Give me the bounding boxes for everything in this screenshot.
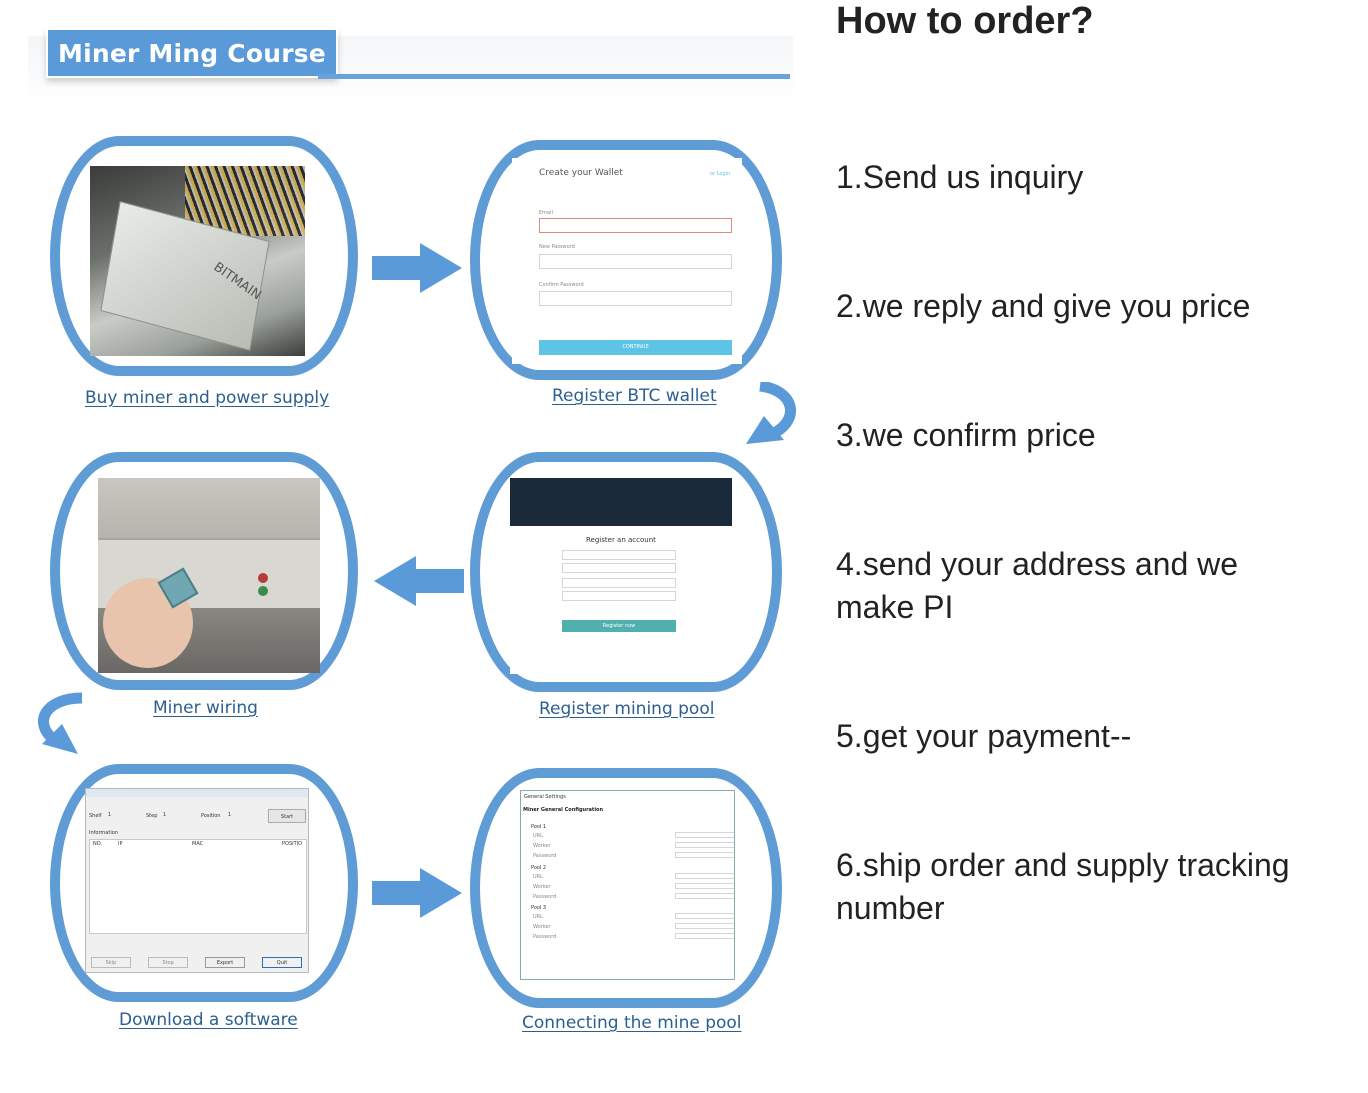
config-worker-1: Worker — [533, 843, 551, 849]
software-position-value: 1 — [228, 812, 231, 818]
software-col-no: NO. — [93, 841, 102, 847]
pool-email-field — [562, 563, 676, 573]
config-url-3: URL — [533, 914, 543, 920]
software-start-button: Start — [268, 809, 306, 823]
order-step-1: 1.Send us inquiry — [836, 156, 1356, 199]
config-pool-3: Pool 3 — [531, 905, 546, 911]
config-pool-1: Pool 1 — [531, 824, 546, 830]
wallet-email-label: Email — [539, 210, 553, 216]
wiring-green-led — [258, 586, 268, 596]
course-banner: Miner Ming Course — [28, 28, 793, 108]
caption-mining-pool[interactable]: Register mining pool — [539, 699, 714, 719]
software-position-label: Position — [201, 813, 220, 819]
order-step-2: 2.we reply and give you price — [836, 285, 1356, 328]
config-pool-2: Pool 2 — [531, 865, 546, 871]
software-quit-button: Quit — [262, 957, 302, 968]
wallet-email-field — [539, 218, 732, 233]
pool-username-field — [562, 550, 676, 560]
software-table: NO. IP MAC POSITIO — [89, 839, 307, 934]
caption-connect-pool[interactable]: Connecting the mine pool — [522, 1013, 742, 1033]
software-col-position: POSITIO — [282, 841, 302, 847]
software-col-mac: MAC — [192, 841, 203, 847]
banner-rule — [318, 74, 790, 79]
config-worker-3: Worker — [533, 924, 551, 930]
caption-miner-wiring[interactable]: Miner wiring — [153, 698, 258, 718]
software-export-button: Export — [205, 957, 245, 968]
wallet-confirm-password-field — [539, 291, 732, 306]
wallet-heading: Create your Wallet — [539, 168, 623, 178]
software-step-label: Step — [146, 813, 157, 819]
software-info-label: Information — [89, 830, 118, 836]
config-url-2: URL — [533, 874, 543, 880]
config-password-3: Password — [533, 934, 556, 940]
wallet-screenshot: Create your Wallet or Login Email New Pa… — [512, 158, 742, 364]
pool-screenshot: Register an account Register now — [510, 478, 732, 674]
config-tab: General Settings — [524, 794, 566, 800]
caption-buy-miner[interactable]: Buy miner and power supply — [85, 388, 329, 408]
wallet-new-password-field — [539, 254, 732, 269]
pool-heading: Register an account — [586, 536, 656, 544]
software-col-ip: IP — [118, 841, 123, 847]
config-url-field-1 — [675, 832, 735, 838]
order-step-6: 6.ship order and supply tracking number — [836, 844, 1346, 930]
config-password-field-3 — [675, 933, 735, 939]
software-shelf-label: Shelf — [89, 813, 102, 819]
config-url-field-2 — [675, 873, 735, 879]
order-step-4: 4.send your address and we make PI — [836, 543, 1306, 629]
software-step-value: 1 — [163, 812, 166, 818]
wallet-new-password-label: New Password — [539, 244, 575, 250]
config-worker-2: Worker — [533, 884, 551, 890]
config-heading: Miner General Configuration — [523, 807, 603, 813]
config-url-field-3 — [675, 913, 735, 919]
config-url-1: URL — [533, 833, 543, 839]
arrow-right-2-icon — [372, 868, 464, 918]
miner-photo: BITMAIN — [90, 166, 305, 356]
arrow-right-1-icon — [372, 243, 464, 293]
curved-arrow-down-icon — [742, 382, 798, 448]
software-titlebar — [86, 789, 309, 797]
order-title: How to order? — [836, 0, 1094, 43]
pool-register-button: Register now — [562, 620, 676, 632]
config-worker-field-3 — [675, 923, 735, 929]
pool-nav-bar — [510, 478, 732, 526]
software-stop-button: Stop — [148, 957, 188, 968]
config-worker-field-1 — [675, 842, 735, 848]
wallet-confirm-password-label: Confirm Password — [539, 282, 584, 288]
config-worker-field-2 — [675, 883, 735, 889]
banner-title: Miner Ming Course — [58, 39, 326, 68]
config-password-2: Password — [533, 894, 556, 900]
wallet-continue-button: CONTINUE — [539, 340, 732, 355]
software-screenshot: Shelf 1 Step 1 Position 1 Start Informat… — [85, 788, 309, 973]
pool-config-screenshot: General Settings Miner General Configura… — [520, 790, 735, 980]
order-step-5: 5.get your payment-- — [836, 715, 1356, 758]
software-skip-button: Skip — [91, 957, 131, 968]
pool-password-again-field — [562, 591, 676, 601]
order-step-3: 3.we confirm price — [836, 414, 1356, 457]
wiring-red-led — [258, 573, 268, 583]
banner-tab: Miner Ming Course — [46, 28, 338, 78]
curved-arrow-down-left-icon — [28, 692, 86, 758]
arrow-left-icon — [372, 556, 464, 606]
config-password-field-1 — [675, 852, 735, 858]
config-password-field-2 — [675, 893, 735, 899]
software-shelf-value: 1 — [108, 812, 111, 818]
wiring-photo — [98, 478, 320, 673]
wallet-login-link: or Login — [710, 171, 730, 177]
caption-download-software[interactable]: Download a software — [119, 1010, 298, 1030]
config-password-1: Password — [533, 853, 556, 859]
pool-password-field — [562, 578, 676, 588]
caption-btc-wallet[interactable]: Register BTC wallet — [552, 386, 717, 406]
